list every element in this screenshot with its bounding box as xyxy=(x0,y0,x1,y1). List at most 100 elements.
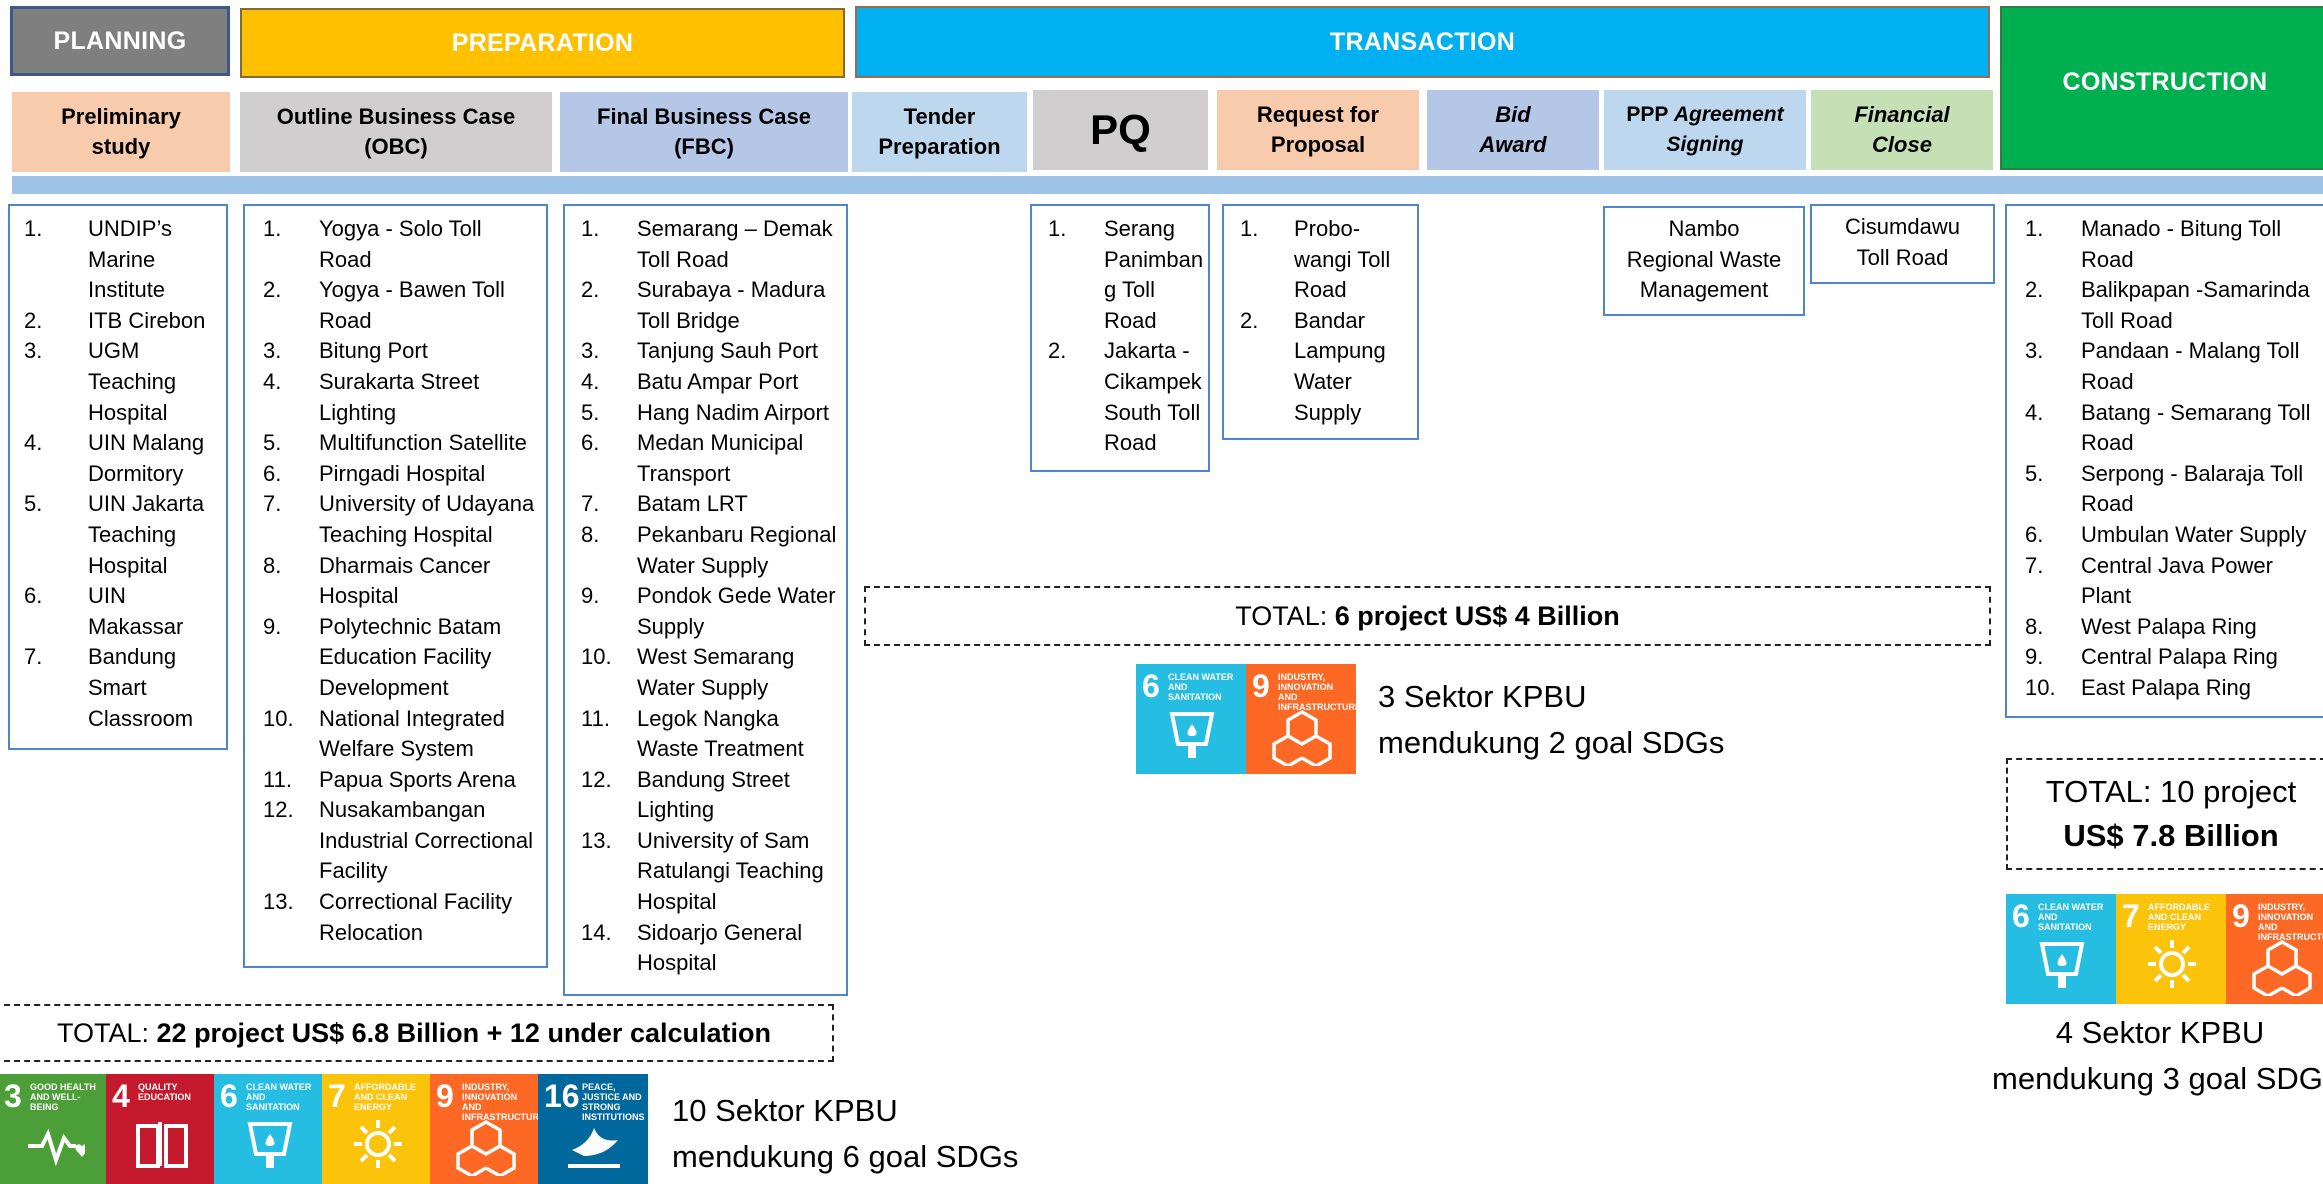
sdg-number: 16 xyxy=(544,1078,580,1114)
sdg-number: 9 xyxy=(1252,668,1270,704)
list-item-number: 1. xyxy=(1048,216,1067,241)
list-item: 4.Batu Ampar Port xyxy=(581,367,840,398)
list-item-text: Semarang – Demak Toll Road xyxy=(637,216,833,272)
list-item: 2. Yogya - Bawen Toll Road xyxy=(263,275,540,336)
stage-preliminary-study: Preliminary study xyxy=(12,92,230,172)
list-item-text: Correctional Facility Relocation xyxy=(319,889,513,945)
list-item-text: Pondok Gede Water Supply xyxy=(637,583,836,639)
list-item: 7.University of Udayana Teaching Hospita… xyxy=(263,489,540,550)
list-item: 2.Balikpapan -Samarinda Toll Road xyxy=(2025,275,2319,336)
caption-construction: 4 Sektor KPBU mendukung 3 goal SDGs xyxy=(1990,1010,2323,1102)
list-item: 3.Tanjung Sauh Port xyxy=(581,336,840,367)
list-item-text: Manado - Bitung Toll Road xyxy=(2081,216,2282,272)
list-item: 12.Bandung Street Lighting xyxy=(581,765,840,826)
sdg-number: 4 xyxy=(112,1078,130,1114)
ppp-italic: Agreement Signing xyxy=(1666,103,1784,156)
sdg-glyph-icon xyxy=(456,1119,516,1176)
ppp-prefix: PPP xyxy=(1626,103,1674,126)
list-item-text: Yogya - Bawen Toll Road xyxy=(319,277,505,333)
list-item-text: Batu Ampar Port xyxy=(637,368,799,394)
list-item-number: 13. xyxy=(581,827,612,853)
list-item-text: Dharmais Cancer Hospital xyxy=(319,552,491,609)
list-item: 9.Central Palapa Ring xyxy=(2025,642,2319,673)
list-item-text: Serang Panimban g Toll Road xyxy=(1104,216,1204,333)
timeline-band xyxy=(12,176,2323,194)
list-item-number: 7. xyxy=(24,644,43,670)
caption-transaction-line1: 3 Sektor KPBU xyxy=(1378,679,1587,714)
list-item-number: 12. xyxy=(263,797,294,823)
sdg-glyph-icon xyxy=(28,1128,85,1167)
list-item: 7.Central Java Power Plant xyxy=(2025,551,2319,612)
list-item-number: 11. xyxy=(263,766,292,792)
list-item-number: 12. xyxy=(581,766,612,792)
list-item: 13.University of Sam Ratulangi Teaching … xyxy=(581,826,840,918)
list-item-number: 4. xyxy=(263,368,282,394)
list-item-number: 1. xyxy=(1240,216,1259,241)
sdg-glyph-icon xyxy=(568,1128,620,1168)
list-financial-close: Cisumdawu Toll Road xyxy=(1810,204,1995,284)
list-item-number: 2. xyxy=(1240,307,1259,333)
list-item-text: Central Palapa Ring xyxy=(2081,644,2278,670)
stage-final-business-case: Final Business Case (FBC) xyxy=(560,92,848,172)
list-item: 1.Manado - Bitung Toll Road xyxy=(2025,214,2319,275)
list-item-text: Surabaya - Madura Toll Bridge xyxy=(637,277,826,333)
list-item: 1.Semarang – Demak Toll Road xyxy=(581,214,840,275)
sdg-title: QUALITY EDUCATION xyxy=(138,1082,191,1102)
caption-transaction-line2: mendukung 2 goal SDGs xyxy=(1378,725,1725,760)
list-item: 14.Sidoarjo General Hospital xyxy=(581,918,840,979)
sdg-title: AFFORDABLE AND CLEAN ENERGY xyxy=(2148,902,2210,932)
list-item-text: Bandung Smart Classroom xyxy=(88,644,194,731)
list-item: 8.Pekanbaru Regional Water Supply xyxy=(581,520,840,581)
list-item: 5.UIN Jakarta Teaching Hospital xyxy=(24,489,220,581)
list-item-text: Batang - Semarang Toll Road xyxy=(2081,399,2311,456)
caption-construction-line2: mendukung 3 goal SDGs xyxy=(1992,1061,2323,1096)
caption-preparation-line1: 10 Sektor KPBU xyxy=(672,1093,898,1128)
sdg-glyph-icon xyxy=(1272,709,1332,766)
sdg-title: PEACE, JUSTICE AND STRONG INSTITUTIONS xyxy=(582,1082,645,1122)
list-item-text: Pekanbaru Regional Water Supply xyxy=(637,521,837,578)
list-item: 10.East Palapa Ring xyxy=(2025,673,2319,704)
list-item: 7.Batam LRT xyxy=(581,489,840,520)
list-item-text: University of Udayana Teaching Hospital xyxy=(319,491,535,547)
list-item-text: Medan Municipal Transport xyxy=(637,430,804,486)
list-item: 3.UGM Teaching Hospital xyxy=(24,336,220,428)
sdg-title: GOOD HEALTH AND WELL-BEING xyxy=(30,1082,96,1112)
list-item-text: Jakarta - Cikampek South Toll Road xyxy=(1104,338,1202,456)
list-item: 11. Papua Sports Arena xyxy=(263,765,540,796)
list-item-text: UNDIP’s Marine Institute xyxy=(88,216,172,303)
list-item: 1. Serang Panimban g Toll Road xyxy=(1048,214,1204,336)
sdg-7-clean-energy-icon: 7 AFFORDABLE AND CLEAN ENERGY xyxy=(2116,894,2226,1004)
stage-bid-award: Bid Award xyxy=(1427,90,1599,170)
sdg-number: 9 xyxy=(2232,898,2250,934)
list-item: 9.Polytechnic Batam Education Facility D… xyxy=(263,612,540,704)
phase-planning: PLANNING xyxy=(10,6,230,76)
stage-tender-preparation: Tender Preparation xyxy=(852,92,1027,172)
sdg-glyph-icon xyxy=(1169,712,1215,758)
list-item-number: 5. xyxy=(581,399,600,425)
list-item: 6.UIN Makassar xyxy=(24,581,220,642)
sdg-glyph-icon xyxy=(2148,940,2196,988)
list-item: 1.Probo- wangi Toll Road xyxy=(1240,214,1411,306)
sdg-glyph-icon xyxy=(354,1120,402,1168)
list-item-number: 2. xyxy=(263,277,282,303)
list-item-text: Papua Sports Arena xyxy=(319,766,516,792)
list-item-text: Nusakambangan Industrial Correctional Fa… xyxy=(319,797,533,884)
list-item-text: Hang Nadim Airport xyxy=(637,399,829,425)
list-item-number: 4. xyxy=(24,430,43,456)
list-item-text: Balikpapan -Samarinda Toll Road xyxy=(2081,277,2310,333)
list-item-number: 3. xyxy=(24,338,43,364)
list-item: 4.Batang - Semarang Toll Road xyxy=(2025,398,2319,459)
sdg-glyph-icon xyxy=(136,1122,188,1168)
sdg-number: 7 xyxy=(2122,898,2140,934)
list-item-text: Legok Nangka Waste Treatment xyxy=(637,705,804,762)
